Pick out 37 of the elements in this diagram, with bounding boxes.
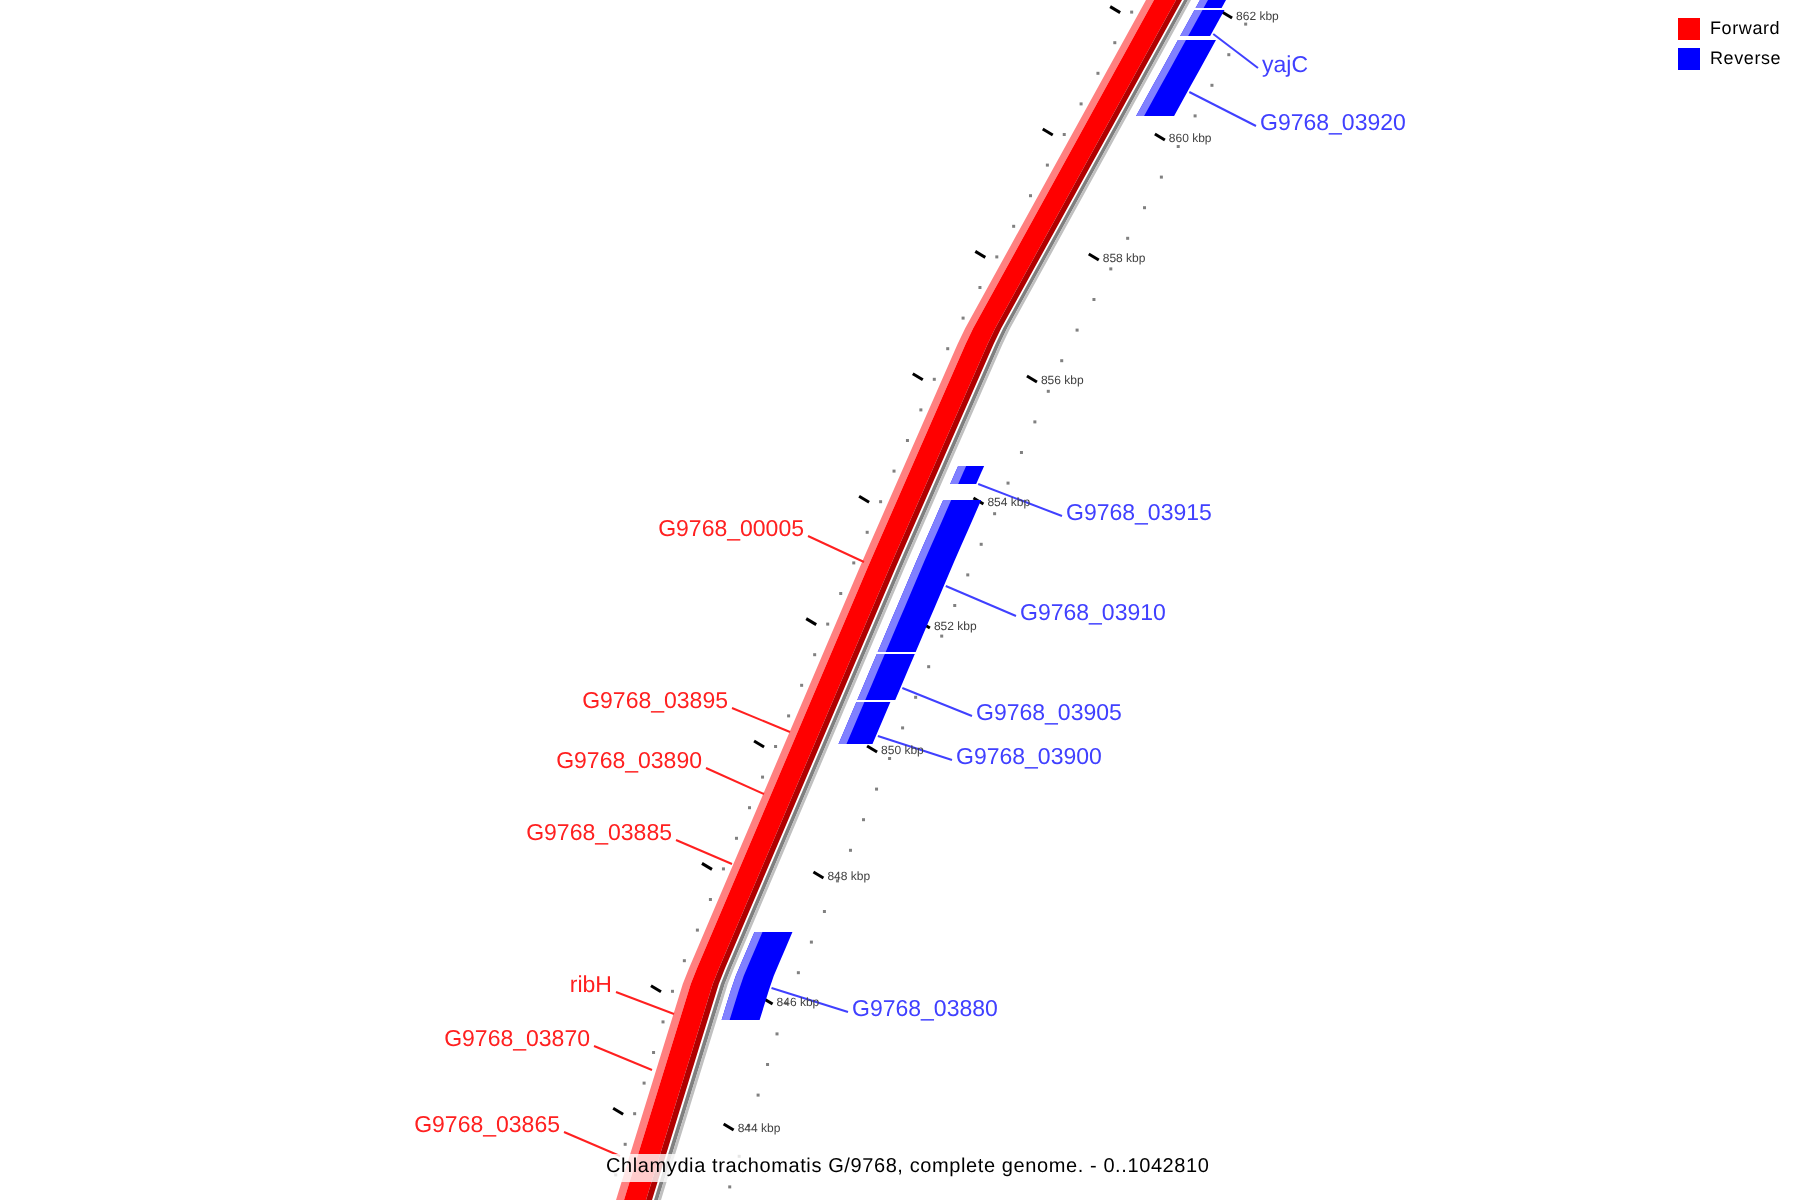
gene-label: G9768_03915 xyxy=(1066,500,1212,528)
leader-line xyxy=(876,735,953,761)
legend-text: Forward xyxy=(1710,18,1781,40)
gene-block xyxy=(1136,40,1216,116)
gene-label: G9768_03910 xyxy=(1020,600,1166,628)
leader-line xyxy=(615,991,675,1015)
gene-label: G9768_03865 xyxy=(414,1112,560,1140)
leader-line xyxy=(770,987,849,1013)
gene-label: G9768_03885 xyxy=(526,820,672,848)
leader-line xyxy=(807,535,865,563)
leader-line xyxy=(705,767,765,795)
gene-label: G9768_03905 xyxy=(976,700,1122,728)
leader-line xyxy=(977,483,1063,517)
gene-block xyxy=(838,702,891,744)
leader-line xyxy=(1212,33,1259,69)
gene-label: G9768_03920 xyxy=(1260,110,1406,138)
gene-label: G9768_03880 xyxy=(852,996,998,1024)
leader-line xyxy=(593,1045,653,1071)
leader-line xyxy=(675,839,733,865)
gene-label: G9768_03870 xyxy=(444,1026,590,1054)
gene-block xyxy=(877,500,982,652)
gene-block xyxy=(721,932,793,1020)
gene-block xyxy=(857,654,915,700)
gene-label: yajC xyxy=(1262,52,1309,80)
leader-line xyxy=(901,687,973,717)
leader-line xyxy=(944,585,1017,617)
gene-label: G9768_03900 xyxy=(956,744,1102,772)
gene-block xyxy=(950,466,985,484)
gene-label: G9768_00005 xyxy=(658,516,804,544)
gene-label: ribH xyxy=(569,972,612,1000)
gene-label: G9768_03895 xyxy=(582,688,728,716)
gene-label: G9768_03890 xyxy=(556,748,702,776)
leader-line xyxy=(731,707,791,733)
leader-line xyxy=(563,1131,621,1157)
leader-line xyxy=(1188,91,1257,127)
legend-text: Reverse xyxy=(1710,48,1782,70)
caption: Chlamydia trachomatis G/9768, complete genome. - 0..1042810 xyxy=(604,1154,1212,1182)
